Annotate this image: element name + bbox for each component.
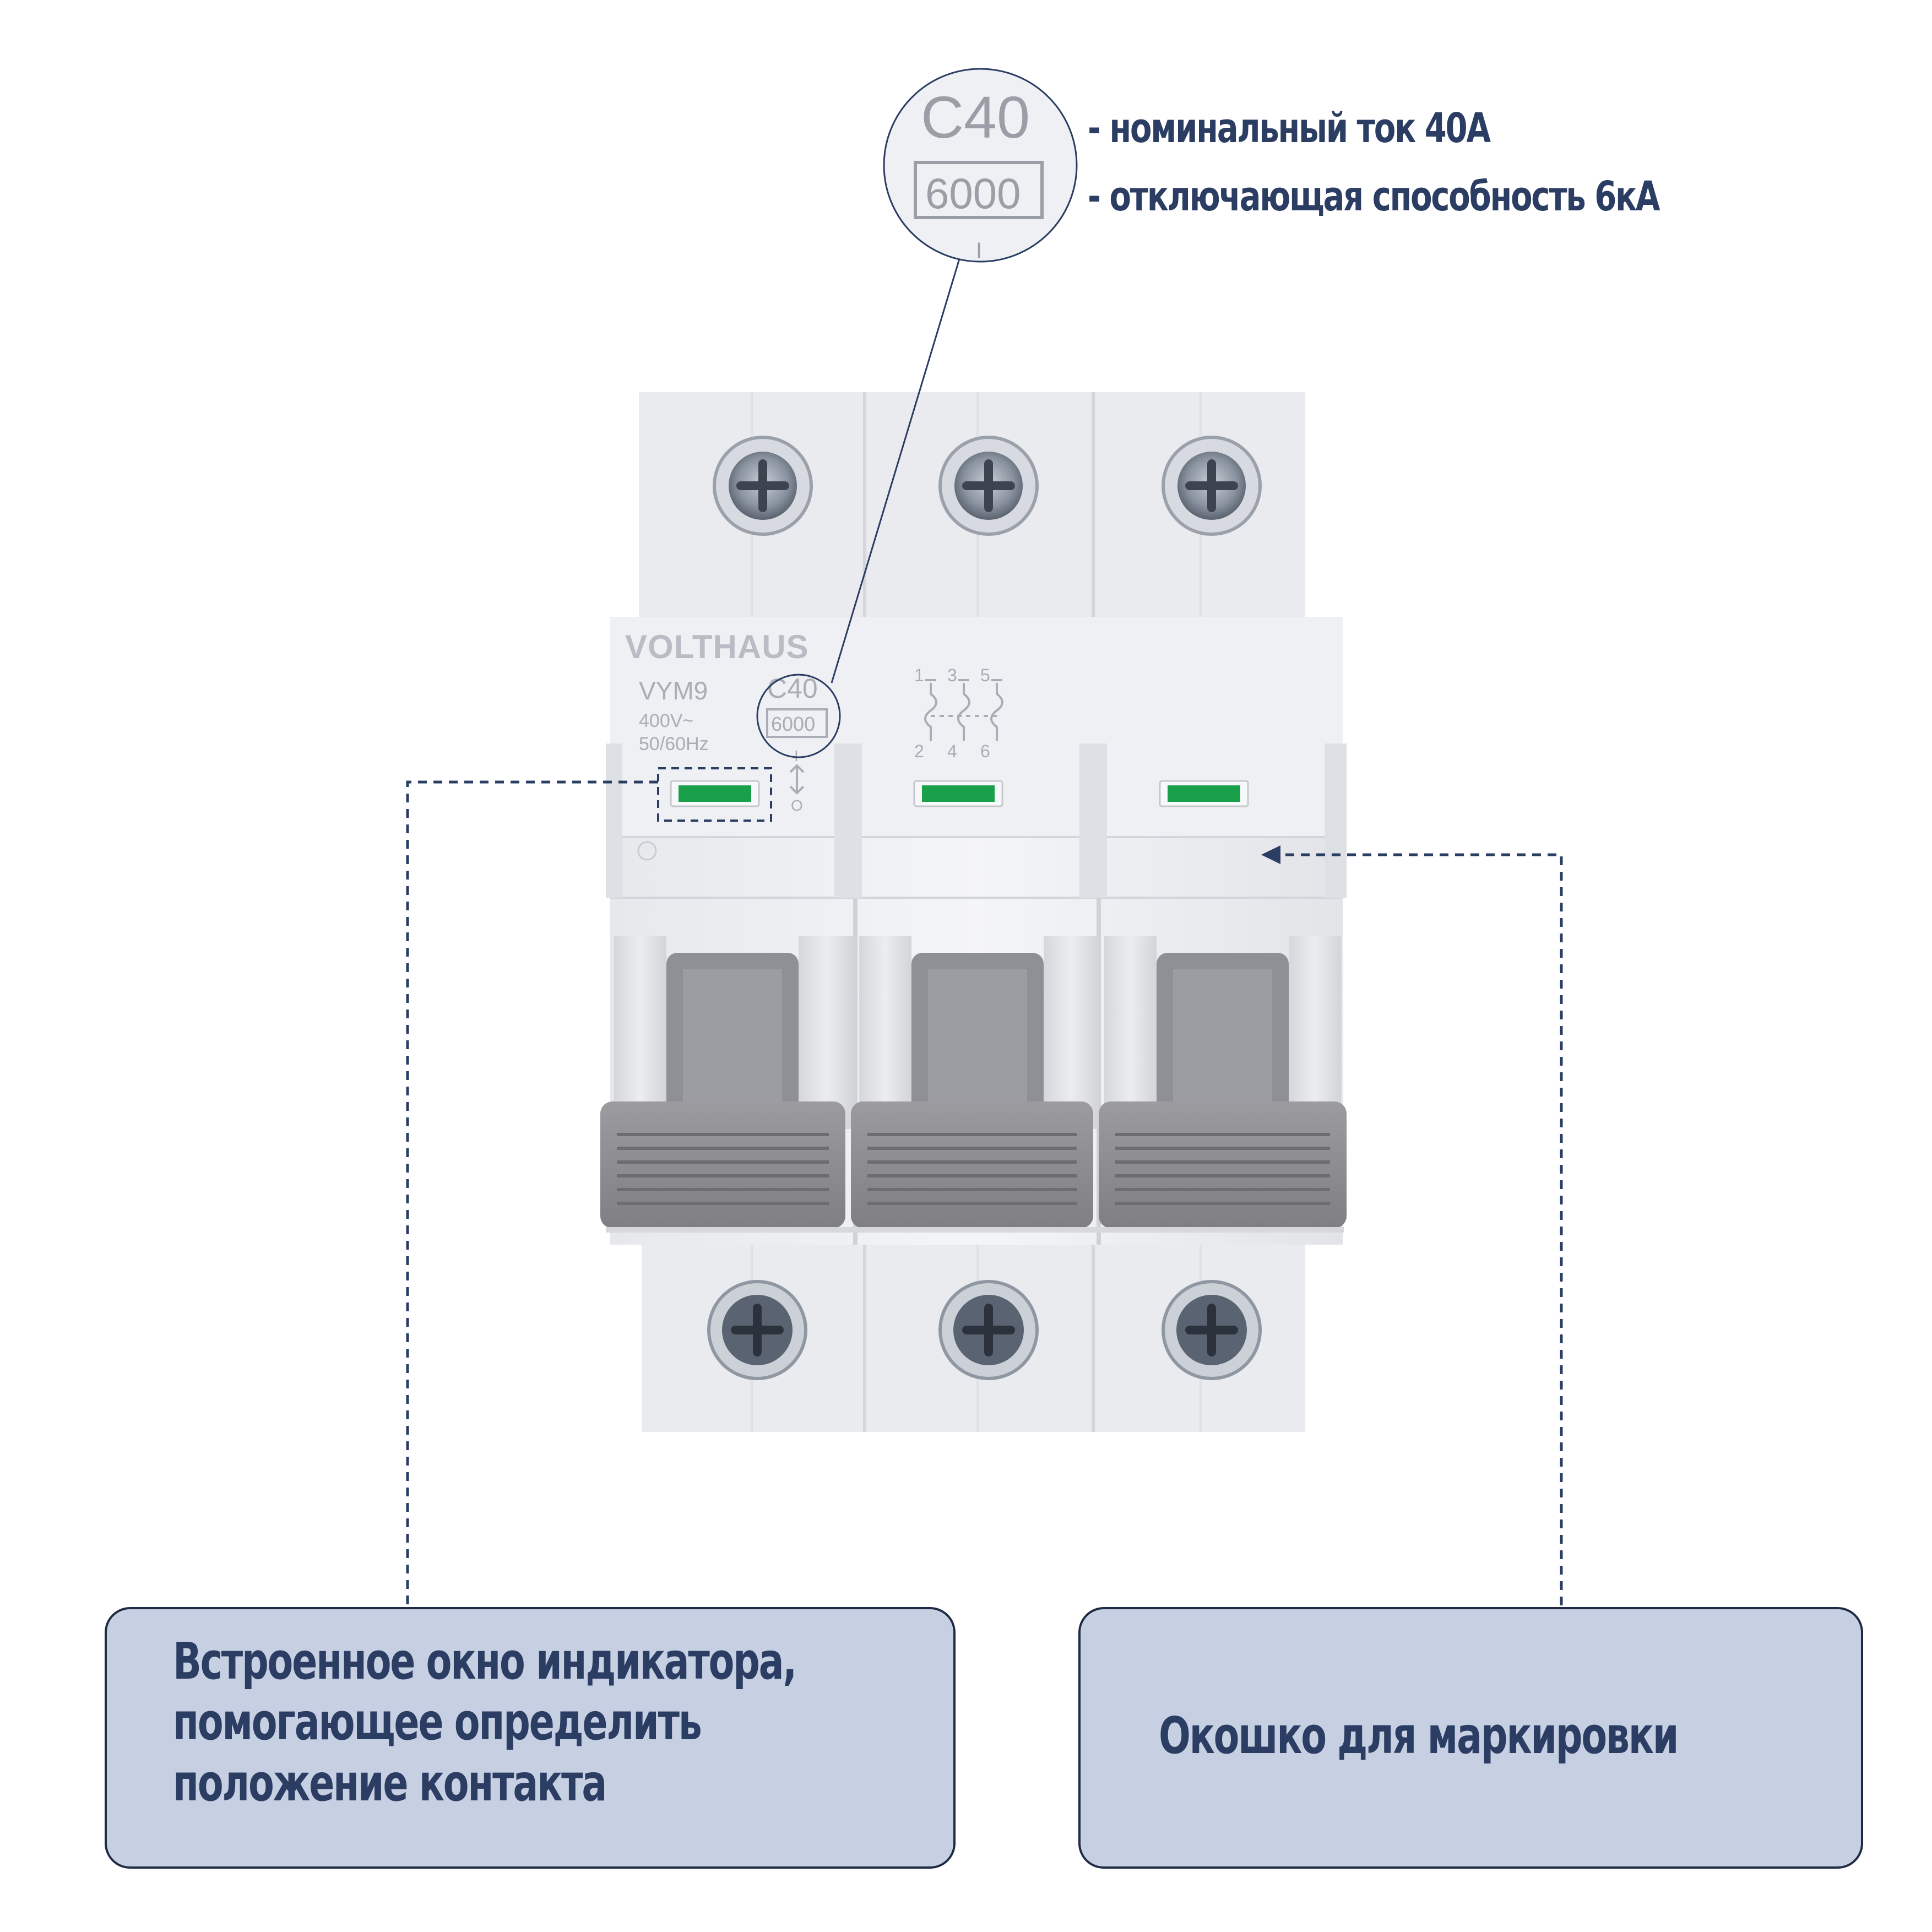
indicator-green-3 <box>1168 785 1240 802</box>
indicator-callout-line-3: положение контакта <box>173 1753 607 1812</box>
frequency-label: 50/60Hz <box>639 734 709 755</box>
indicator-callout: Встроенное окно индикатора, помогающее о… <box>105 1607 956 1869</box>
zoom-tick: I <box>976 238 982 263</box>
indicator-green-1 <box>679 785 751 802</box>
zoom-connector-line <box>831 258 960 683</box>
zoom-capacity: 6000 <box>925 169 1021 218</box>
indicator-windows <box>670 780 1249 807</box>
terminal-5: 5 <box>980 665 990 685</box>
terminal-3: 3 <box>947 665 957 685</box>
indicator-highlight-box <box>657 767 772 822</box>
voltage-label: 400V~ <box>639 710 693 731</box>
terminal-1: 1 <box>914 665 924 685</box>
on-mark: I <box>794 747 799 764</box>
on-off-arrow-icon <box>789 764 805 795</box>
zoom-rating: C40 <box>921 84 1030 150</box>
zoom-source-circle <box>756 674 841 758</box>
marking-arrow-icon <box>1261 845 1280 864</box>
indicator-callout-text: Встроенное окно индикатора, помогающее о… <box>173 1631 797 1814</box>
handle-1 <box>600 1101 845 1228</box>
capacity-label: 6000 <box>771 713 815 735</box>
top-screws <box>713 436 1262 536</box>
toggle-handles <box>600 1101 1347 1228</box>
wiring-diagram <box>924 679 1003 741</box>
capacity-box <box>766 708 828 738</box>
indicator-callout-line-2: помогающее определить <box>173 1692 702 1752</box>
lever-recesses <box>666 953 1289 1112</box>
marking-leader-line <box>1278 853 1563 1605</box>
terminal-2: 2 <box>914 741 924 761</box>
terminal-4: 4 <box>947 741 957 761</box>
indicator-green-2 <box>922 785 995 802</box>
zoom-badge: C40 6000 I <box>883 68 1078 263</box>
marking-callout-text: Окошко для маркировки <box>1159 1706 1679 1765</box>
off-mark: O <box>791 797 803 814</box>
spec-rated-current: - номинальный ток 40А <box>1088 105 1491 152</box>
model-label: VYM9 <box>639 676 708 705</box>
handle-3 <box>1099 1101 1347 1228</box>
spec-breaking-capacity: - отключающая способность 6кА <box>1088 173 1660 220</box>
indicator-leader-line <box>406 780 658 1605</box>
terminal-6: 6 <box>980 741 990 761</box>
indicator-callout-line-1: Встроенное окно индикатора, <box>173 1632 797 1691</box>
rating-label: C40 <box>767 673 818 704</box>
marking-callout: Окошко для маркировки <box>1078 1607 1863 1869</box>
handle-2 <box>851 1101 1093 1228</box>
brand-logo: VOLTHAUS <box>625 628 809 665</box>
bottom-screws <box>707 1280 1262 1380</box>
